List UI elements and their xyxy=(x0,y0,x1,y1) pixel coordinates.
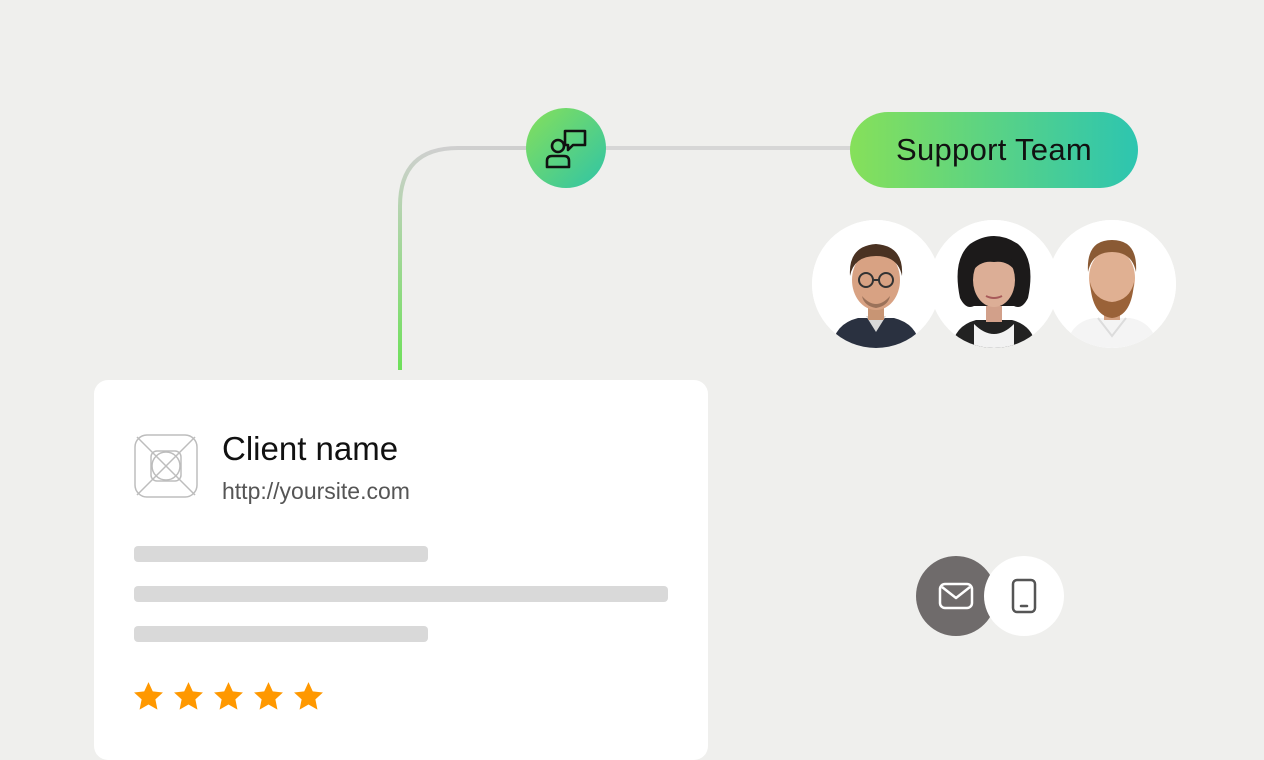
text-placeholder-line xyxy=(134,546,428,562)
chat-node[interactable] xyxy=(526,108,606,188)
star-icon xyxy=(294,682,323,710)
team-member-man-glasses xyxy=(812,220,940,348)
mail-button[interactable] xyxy=(916,556,996,636)
image-placeholder-icon xyxy=(134,434,198,498)
text-placeholder-line xyxy=(134,586,668,602)
client-card[interactable]: Client name http://yoursite.com xyxy=(94,380,708,760)
phone-button[interactable] xyxy=(984,556,1064,636)
mail-icon xyxy=(938,582,974,610)
star-icon xyxy=(254,682,283,710)
phone-icon xyxy=(1011,578,1037,614)
star-icon xyxy=(174,682,203,710)
team-member-avatar[interactable] xyxy=(812,220,940,348)
connector-lines xyxy=(398,146,996,602)
text-placeholder-line xyxy=(134,626,428,642)
client-url[interactable]: http://yoursite.com xyxy=(222,478,410,504)
star-rating xyxy=(132,680,325,713)
card-to-chat-connector xyxy=(398,146,528,370)
team-member-man-beard xyxy=(1048,220,1176,348)
support-team-pill[interactable]: Support Team xyxy=(850,112,1138,188)
support-team-label: Support Team xyxy=(895,132,1093,167)
star-icon xyxy=(214,682,243,710)
client-name: Client name xyxy=(222,430,399,467)
star-icon xyxy=(134,682,163,710)
user-chat-icon xyxy=(545,129,587,169)
team-member-woman-curly-hair xyxy=(930,220,1058,348)
team-member-avatar[interactable] xyxy=(930,220,1058,348)
team-member-avatar[interactable] xyxy=(1048,220,1176,348)
